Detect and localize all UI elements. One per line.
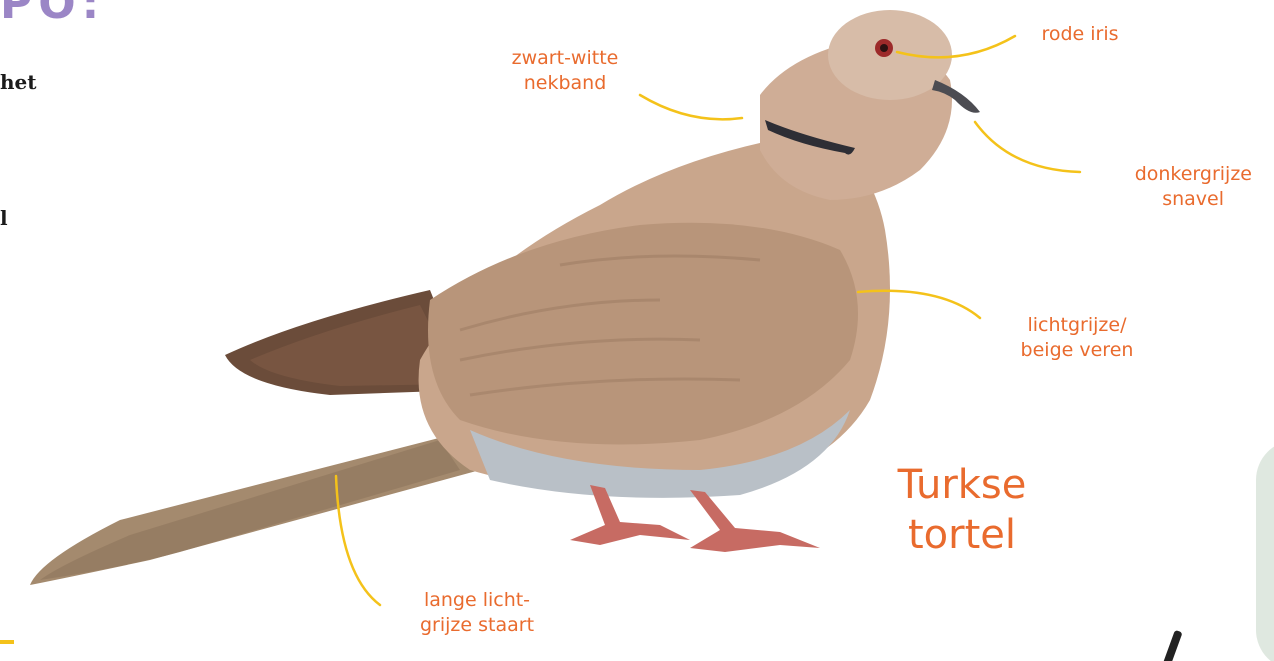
label-line: donkergrijze: [1092, 162, 1252, 187]
label-line: lichtgrijze/: [992, 313, 1162, 338]
species-name-line: tortel: [862, 510, 1062, 560]
label-line: zwart-witte: [475, 46, 655, 71]
species-name-line: Turkse: [862, 460, 1062, 510]
label-line: rode iris: [1020, 22, 1140, 47]
label-line: lange licht-: [382, 588, 572, 613]
label-line: beige veren: [992, 338, 1162, 363]
leaf-decoration: [1256, 440, 1274, 661]
leader-nekband: [640, 95, 742, 119]
label-tail: lange licht- grijze staart: [382, 588, 572, 638]
label-line: snavel: [1092, 187, 1252, 212]
label-beak: donkergrijze snavel: [1092, 162, 1252, 212]
species-name: Turkse tortel: [862, 460, 1062, 560]
bird-leg-right: [690, 490, 820, 552]
label-neckband: zwart-witte nekband: [475, 46, 655, 96]
leader-snavel: [975, 122, 1080, 172]
label-line: grijze staart: [382, 613, 572, 638]
label-line: nekband: [475, 71, 655, 96]
label-feathers: lichtgrijze/ beige veren: [992, 313, 1162, 363]
label-iris: rode iris: [1020, 22, 1140, 47]
